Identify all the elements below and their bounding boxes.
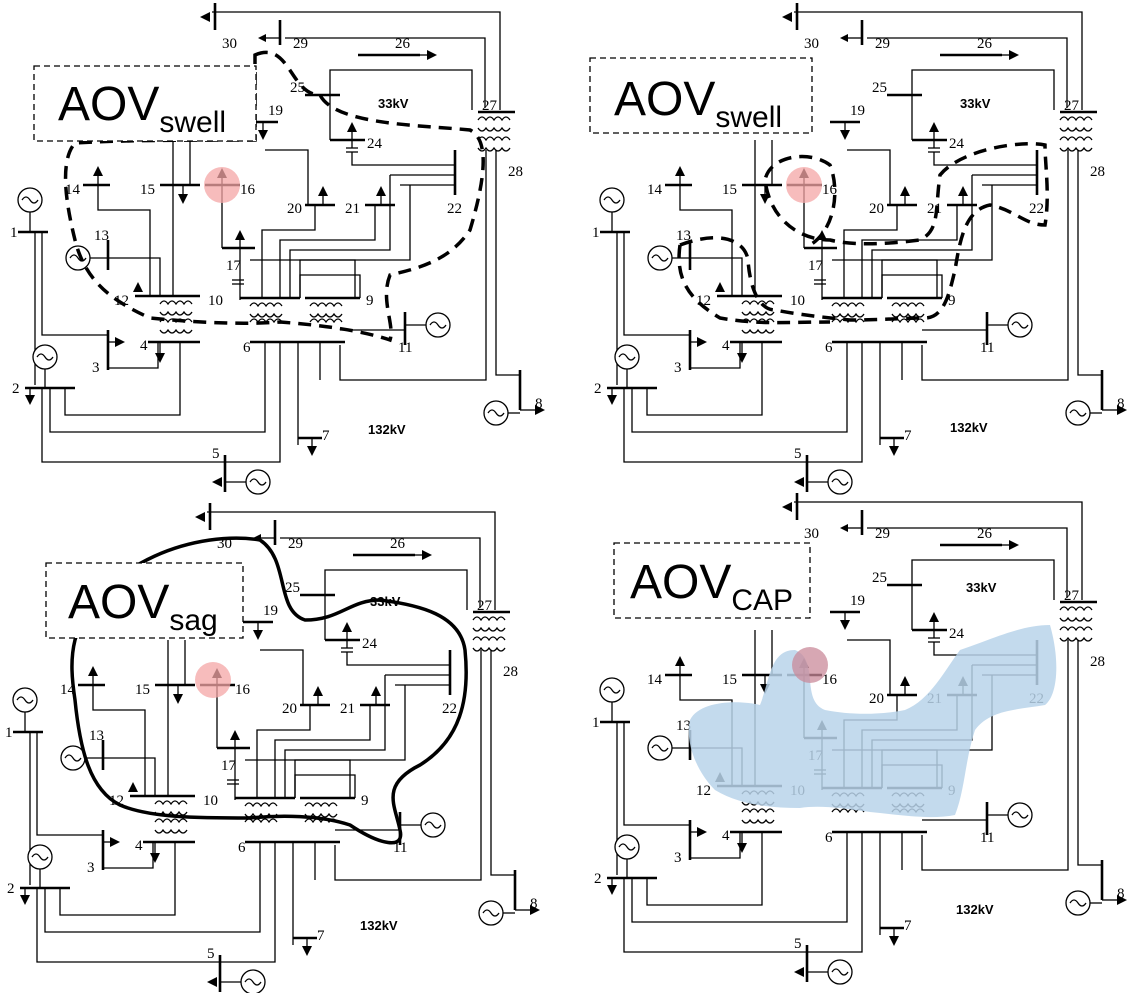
- voltage-label-33kv: 33kV: [370, 594, 401, 609]
- tag-box-cap: [613, 542, 811, 619]
- swell-zone-outline-b: [677, 244, 831, 325]
- voltage-label-132kv: 132kV: [956, 902, 994, 917]
- highlight-bus-16: [786, 167, 822, 203]
- highlight-bus-16: [204, 167, 240, 203]
- panel-top-right: AOVswell 33kV 132kV: [589, 1, 1129, 496]
- tag-box-swell: [33, 65, 257, 142]
- voltage-label-33kv: 33kV: [960, 96, 991, 111]
- tag-label-sag: AOVsag: [68, 576, 218, 637]
- swell-zone-outline-a: [679, 142, 1049, 322]
- capacitor-zone-shading: [688, 625, 1057, 818]
- sag-zone-outline: [70, 536, 468, 845]
- voltage-label-132kv: 132kV: [368, 422, 406, 437]
- voltage-label-132kv: 132kV: [950, 420, 988, 435]
- panel-top-left: AOVswell 33kV 132kV: [8, 1, 547, 496]
- panel-bottom-right: AOVCAP 33kV 132kV: [590, 491, 1129, 986]
- swell-zone-outline: [63, 50, 485, 343]
- voltage-label-132kv: 132kV: [360, 918, 398, 933]
- voltage-label-33kv: 33kV: [966, 580, 997, 595]
- tag-label-swell: AOVswell: [58, 78, 226, 139]
- tag-box-swell: [589, 57, 813, 134]
- tag-label-swell: AOVswell: [614, 73, 782, 134]
- panel-bottom-left: AOVsag 33kV 132kV: [3, 501, 542, 993]
- highlight-bus-16: [792, 647, 828, 683]
- tag-label-cap: AOVCAP: [630, 556, 793, 617]
- highlight-bus-16: [195, 662, 231, 698]
- tag-box-sag: [45, 562, 244, 639]
- voltage-label-33kv: 33kV: [378, 96, 409, 111]
